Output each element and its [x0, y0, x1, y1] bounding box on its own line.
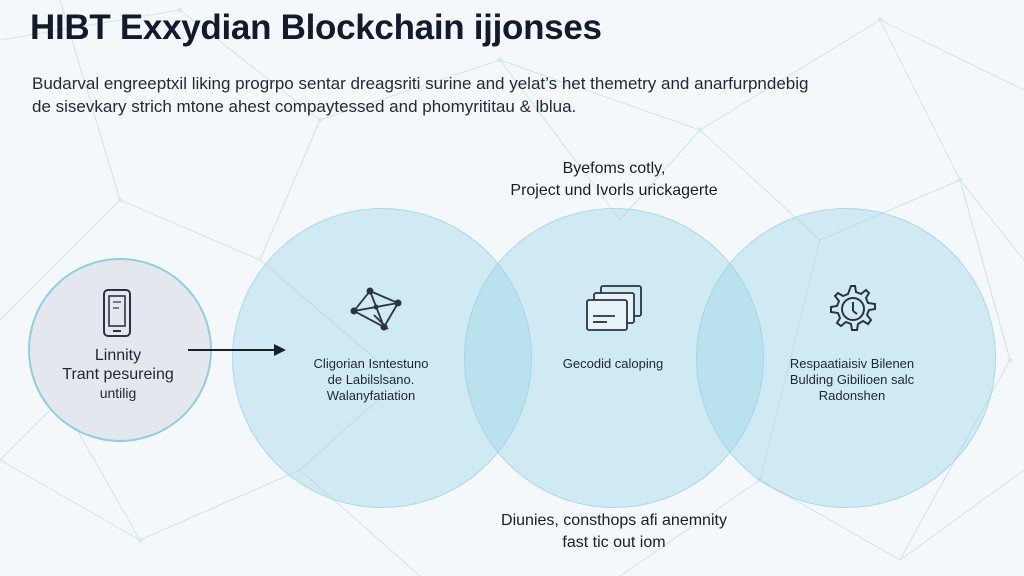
- bottom-caption-line: fast tic out iom: [562, 534, 666, 551]
- stage-label-3: Respaatiaisiv Bilenen Bulding Gibilioen …: [762, 356, 942, 404]
- subtitle-line: de sisevkary strich mtone ahest compayte…: [32, 97, 577, 116]
- top-caption-line: Byefoms cotly,: [562, 160, 666, 177]
- stage-label-line: Bulding Gibilioen salc: [789, 372, 915, 387]
- start-label: Linnity Trant pesureing untilig: [28, 346, 208, 403]
- subtitle-line: Budarval engreeptxil liking progrpo sent…: [32, 74, 809, 93]
- page-subtitle: Budarval engreeptxil liking progrpo sent…: [32, 72, 932, 118]
- bottom-caption-line: Diunies, consthops afi anemnity: [501, 512, 727, 529]
- start-label-line: untilig: [99, 385, 137, 401]
- top-caption-line: Project und Ivorls urickagerte: [510, 182, 718, 199]
- stage-label-line: Cligorian Isntestuno: [313, 356, 429, 371]
- stage-label-line: Gecodid caloping: [562, 356, 664, 371]
- flow-arrow: [188, 344, 286, 356]
- stage-label-1: Cligorian Isntestuno de Labilslsano. Wal…: [281, 356, 461, 404]
- network-nodes-icon: [350, 287, 402, 331]
- start-label-line: Linnity: [94, 347, 142, 364]
- top-caption: Byefoms cotly, Project und Ivorls uricka…: [462, 158, 766, 202]
- page-title: HIBT Exxydian Blockchain ijjonses: [30, 8, 602, 47]
- stage-label-2: Gecodid caloping: [523, 356, 703, 372]
- gear-icon: [830, 285, 876, 331]
- start-label-line: Trant pesureing: [62, 366, 174, 383]
- stacked-windows-icon: [586, 285, 642, 331]
- bottom-caption: Diunies, consthops afi anemnity fast tic…: [462, 510, 766, 554]
- stage-circle-3: [696, 208, 996, 508]
- stage-label-line: Respaatiaisiv Bilenen: [789, 356, 915, 371]
- mobile-phone-icon: [103, 289, 131, 337]
- stage-label-line: Radonshen: [818, 388, 886, 403]
- stage-label-line: de Labilslsano.: [327, 372, 415, 387]
- stage-label-line: Walanyfatiation: [326, 388, 416, 403]
- start-circle: [28, 258, 212, 442]
